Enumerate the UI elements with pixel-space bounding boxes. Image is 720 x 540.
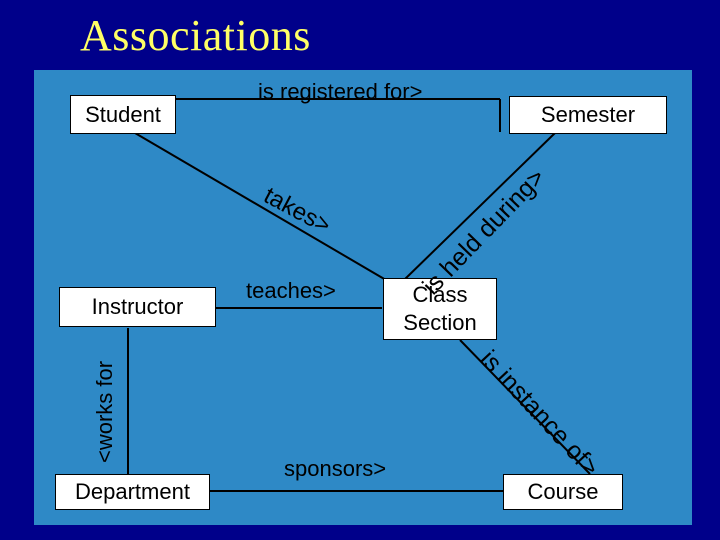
class-section-box: Class Section [383,278,497,340]
takes-line [134,132,387,281]
slide-title: Associations [80,11,311,60]
instance-of-line [459,339,591,475]
class-section-label-1: Class [412,282,468,307]
held-during-line [403,132,556,281]
semester-box: Semester [509,96,667,134]
course-box: Course [503,474,623,510]
registered-label: is registered for> [258,79,423,104]
works-for-label: <works for [92,360,117,463]
department-box: Department [55,474,210,510]
sponsors-label: sponsors> [284,456,387,481]
class-section-label-2: Section [403,310,477,335]
instructor-box: Instructor [59,287,216,327]
teaches-label: teaches> [246,278,336,303]
student-box: Student [70,95,176,134]
